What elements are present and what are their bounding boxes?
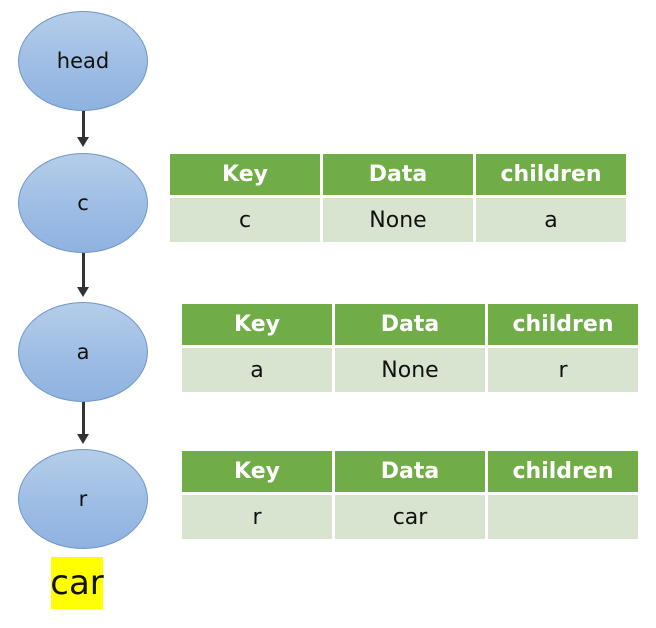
header-children: children — [488, 304, 638, 345]
arrow-c-to-a — [77, 253, 89, 297]
node-a: a — [18, 302, 148, 402]
node-r-table: Key Data children r car — [179, 448, 641, 542]
table-row: c None a — [170, 198, 626, 242]
table-row: a None r — [182, 348, 638, 392]
header-children: children — [476, 154, 626, 195]
node-a-label: a — [76, 340, 90, 364]
node-c-table: Key Data children c None a — [167, 151, 629, 245]
cell-key: r — [182, 495, 332, 539]
header-data: Data — [335, 451, 485, 492]
header-data: Data — [323, 154, 473, 195]
node-c-label: c — [77, 191, 89, 215]
table-row: r car — [182, 495, 638, 539]
table-header-row: Key Data children — [182, 451, 638, 492]
arrow-a-to-r — [77, 402, 89, 444]
node-head: head — [18, 11, 148, 111]
cell-children — [488, 495, 638, 539]
cell-data: None — [335, 348, 485, 392]
node-c: c — [18, 153, 148, 253]
arrow-head-to-c — [77, 111, 89, 147]
header-children: children — [488, 451, 638, 492]
cell-children: r — [488, 348, 638, 392]
cell-data: None — [323, 198, 473, 242]
table-header-row: Key Data children — [170, 154, 626, 195]
cell-children: a — [476, 198, 626, 242]
table-header-row: Key Data children — [182, 304, 638, 345]
cell-data: car — [335, 495, 485, 539]
node-head-label: head — [56, 49, 110, 73]
cell-key: c — [170, 198, 320, 242]
node-r: r — [18, 449, 148, 549]
header-data: Data — [335, 304, 485, 345]
node-a-table: Key Data children a None r — [179, 301, 641, 395]
highlighted-word: car — [50, 557, 104, 609]
header-key: Key — [170, 154, 320, 195]
cell-key: a — [182, 348, 332, 392]
node-r-label: r — [78, 487, 88, 511]
header-key: Key — [182, 451, 332, 492]
header-key: Key — [182, 304, 332, 345]
